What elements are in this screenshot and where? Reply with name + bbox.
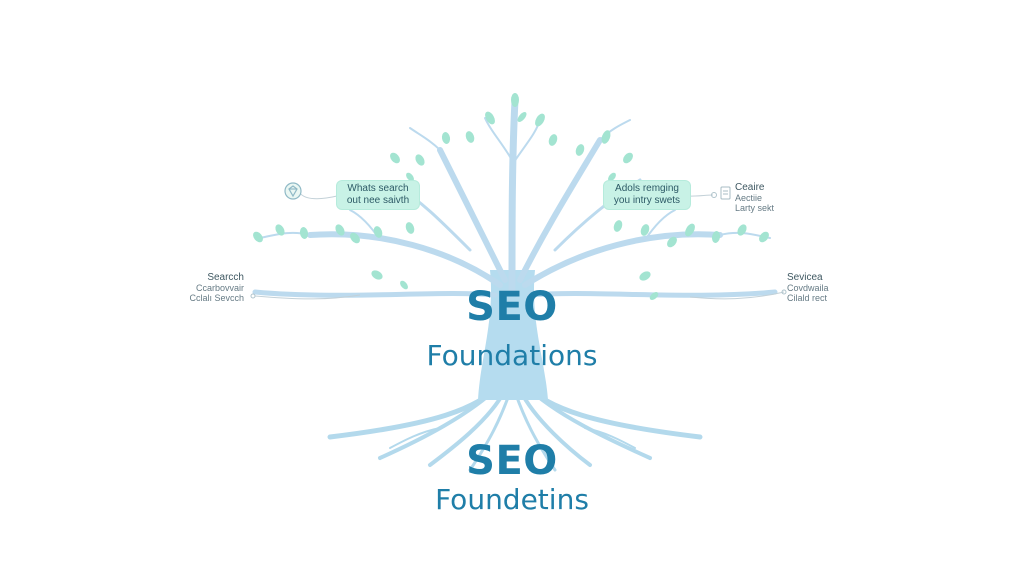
diamond-badge-icon	[284, 182, 302, 200]
connector-dot	[250, 293, 256, 299]
tree-trunk	[478, 270, 548, 400]
tree-leaves	[253, 93, 769, 300]
diagram-subtitle-bottom: Foundetins	[435, 483, 589, 516]
label-services-title: Sevicea	[787, 272, 823, 283]
info-bubble-right: Adols remging you intry swets	[604, 181, 690, 209]
bubble-right-line2: you intry swets	[613, 195, 681, 206]
label-search-title: Searcch	[207, 272, 244, 283]
label-services-line2: Cilald rect	[787, 293, 828, 303]
bubble-right-line1: Adols remging	[615, 183, 679, 194]
document-icon	[720, 186, 731, 200]
label-create-line2: Larty sekt	[735, 203, 775, 213]
label-create-title: Ceaire	[735, 182, 765, 193]
label-search-line2: Cclalı Sevcch	[189, 293, 244, 303]
label-create: Ceaire Aectiie Larty sekt	[735, 182, 775, 214]
label-search: Searcch Ccarbovvair Cclalı Sevcch	[186, 272, 244, 304]
info-bubble-left: Whats search out nee saivth	[337, 181, 419, 209]
diagram-subtitle-top: Foundations	[426, 339, 598, 372]
diagram-title-top: SEO	[466, 284, 558, 330]
label-services: Sevicea Covdwaila Cilald rect	[787, 272, 829, 304]
bubble-left-line2: out nee saivth	[346, 195, 410, 206]
label-services-line1: Covdwaila	[787, 283, 829, 293]
label-search-line1: Ccarbovvair	[195, 283, 244, 293]
connector-lines	[254, 192, 785, 300]
connector-dot	[781, 289, 787, 295]
tree-branches	[252, 96, 778, 298]
bubble-left-line1: Whats search	[347, 183, 409, 194]
label-create-line1: Aectiie	[735, 193, 763, 203]
diagram-title-bottom: SEO	[466, 438, 558, 484]
connector-dot	[711, 192, 717, 198]
